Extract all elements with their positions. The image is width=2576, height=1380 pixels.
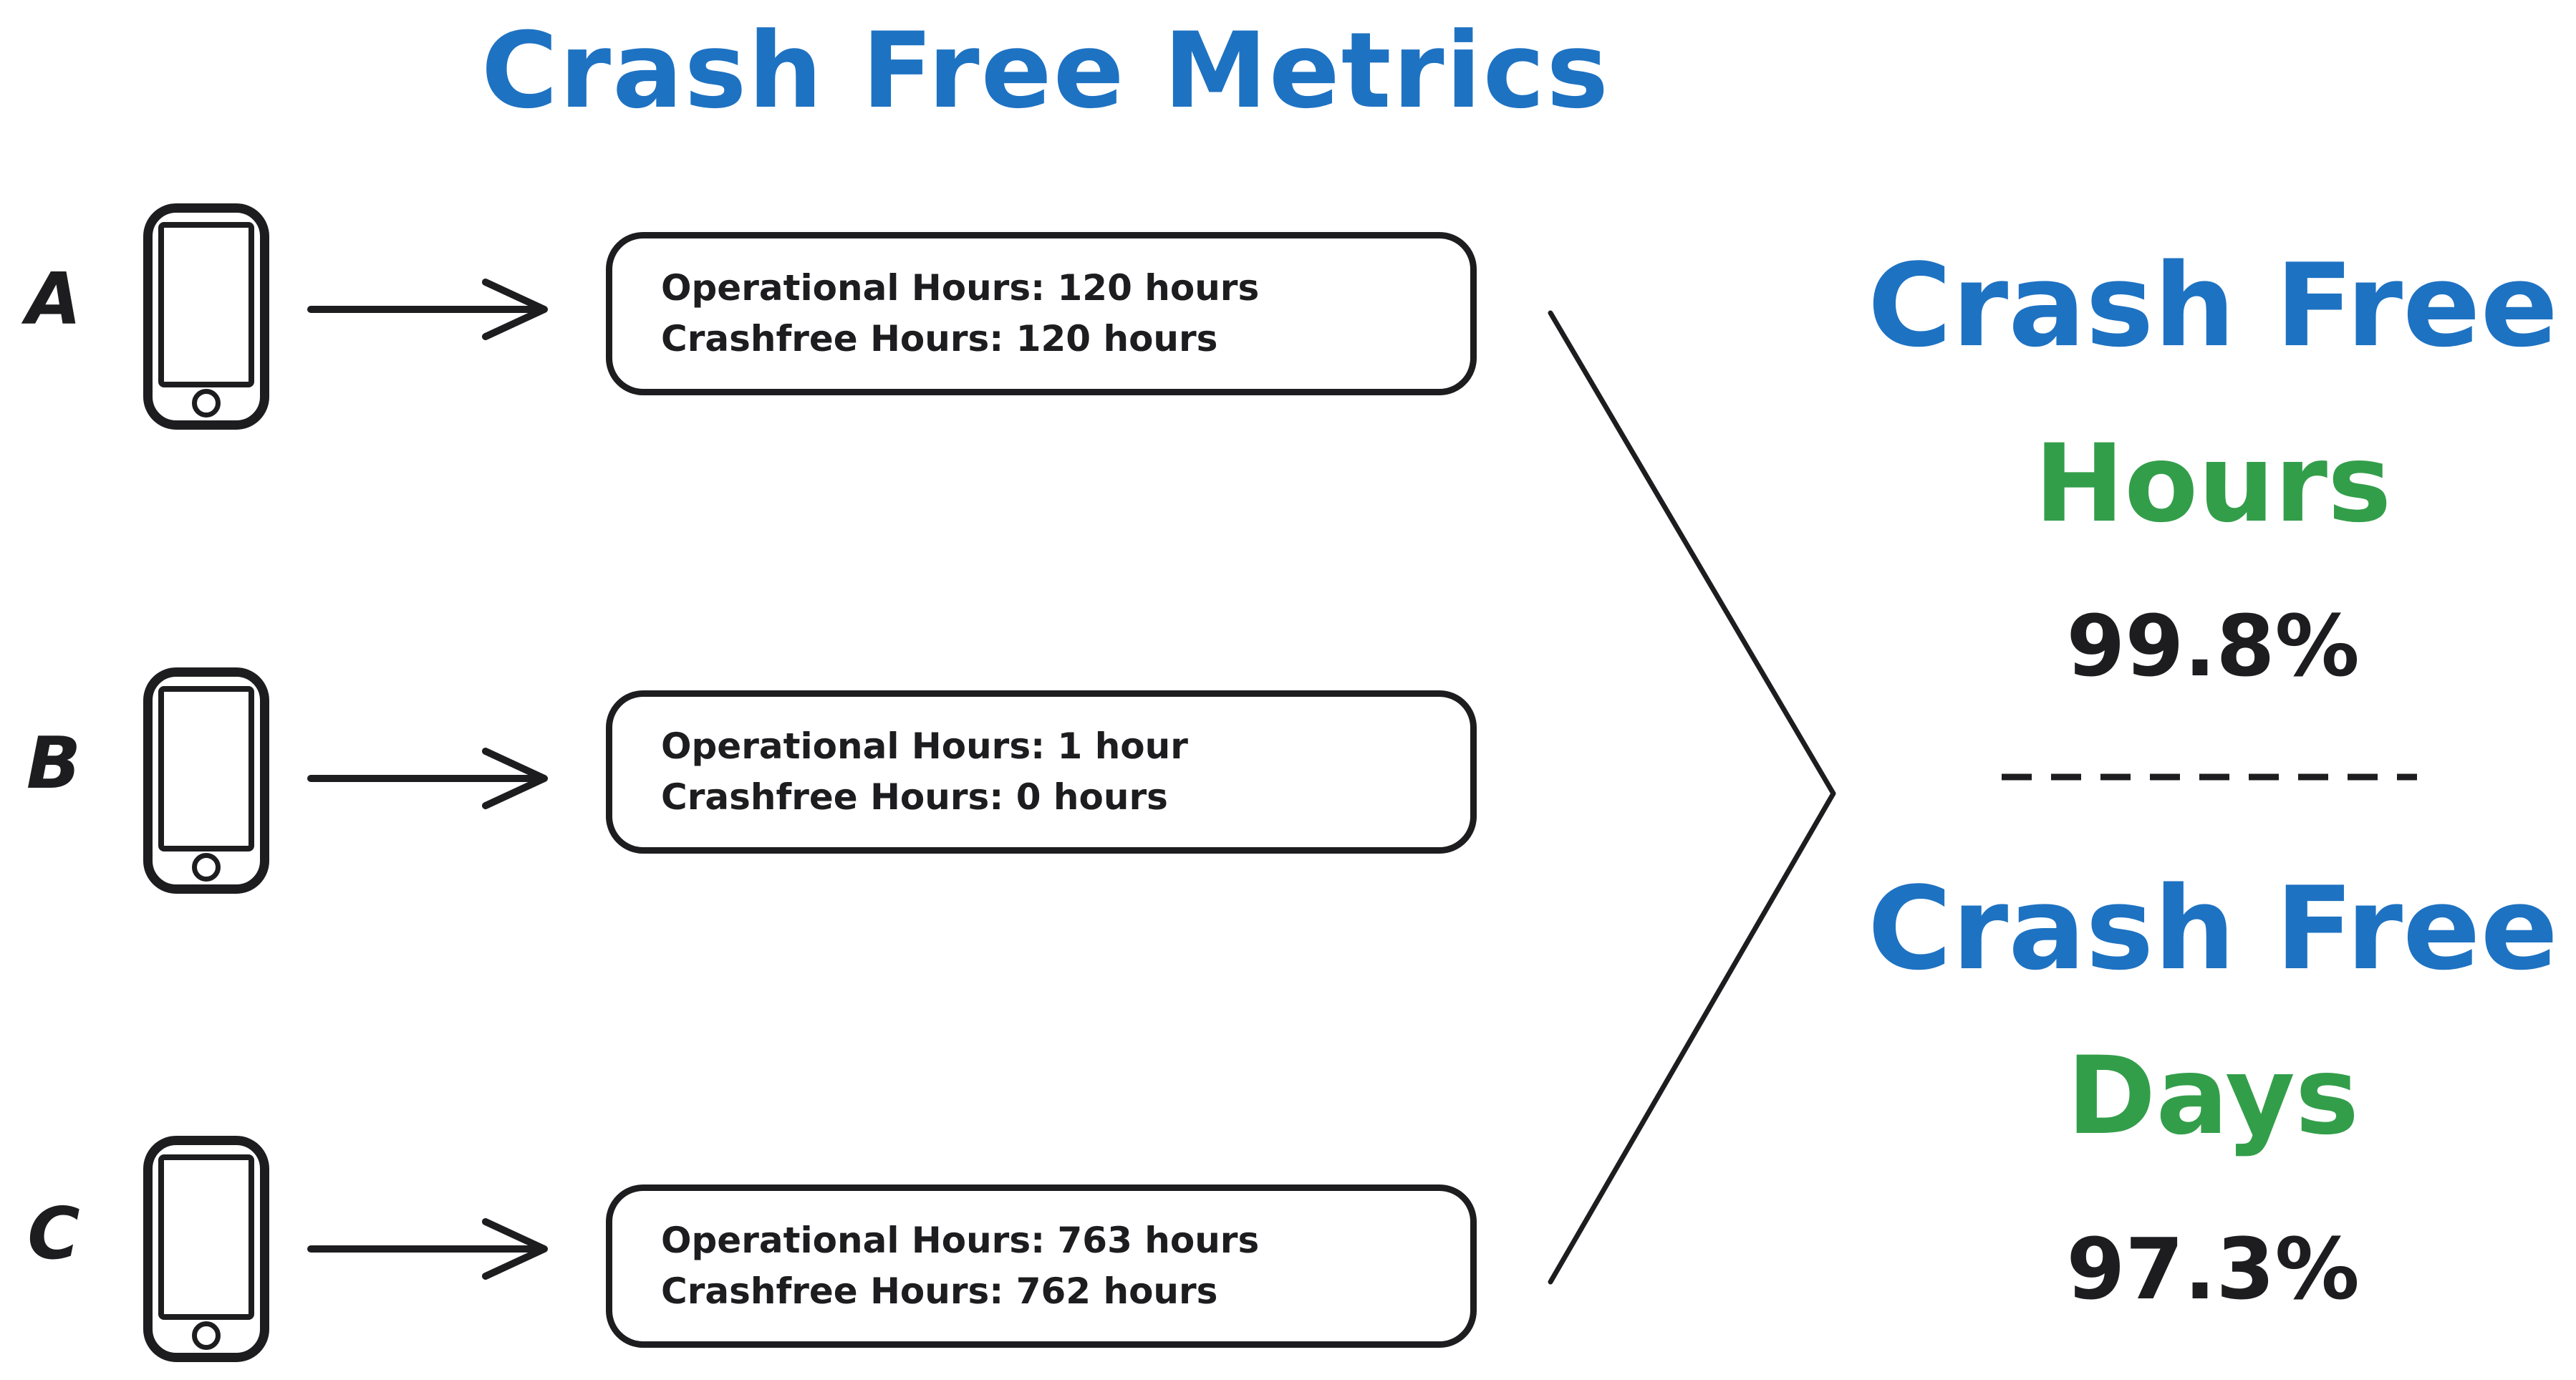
- phone-screen: [158, 1154, 254, 1320]
- crashfree-hours-text: Crashfree Hours: 120 hours: [661, 318, 1218, 360]
- phone-home-button-icon: [192, 389, 221, 418]
- crashfree-hours-text: Crashfree Hours: 0 hours: [661, 776, 1168, 818]
- metric-days-title: Crash Free: [1867, 862, 2559, 995]
- merge-chevron-icon: [1548, 310, 1836, 1285]
- operational-hours-text: Operational Hours: 120 hours: [661, 266, 1260, 309]
- phone-screen: [158, 222, 254, 387]
- device-label-a: A: [26, 257, 82, 341]
- metric-hours-title: Crash Free: [1867, 238, 2559, 372]
- smartphone-icon: [143, 1136, 269, 1362]
- device-a-metrics-box: Operational Hours: 120 hours Crashfree H…: [606, 232, 1477, 395]
- device-b-metrics-box: Operational Hours: 1 hour Crashfree Hour…: [606, 690, 1477, 854]
- smartphone-icon: [143, 667, 269, 894]
- phone-home-button-icon: [192, 853, 221, 882]
- device-label-c: C: [27, 1192, 80, 1275]
- device-label-b: B: [26, 721, 82, 805]
- operational-hours-text: Operational Hours: 1 hour: [661, 725, 1188, 767]
- metric-days-unit: Days: [2066, 1034, 2360, 1159]
- device-c-metrics-box: Operational Hours: 763 hours Crashfree H…: [606, 1184, 1477, 1348]
- arrow-right-icon: [307, 1218, 548, 1280]
- metric-hours-unit: Hours: [2034, 422, 2392, 546]
- arrow-right-icon: [307, 279, 548, 340]
- page-title: Crash Free Metrics: [481, 10, 1611, 132]
- metric-hours-value: 99.8%: [2066, 597, 2360, 695]
- metric-days-value: 97.3%: [2066, 1220, 2360, 1318]
- phone-home-button-icon: [192, 1321, 221, 1350]
- arrow-right-icon: [307, 748, 548, 809]
- phone-screen: [158, 686, 254, 851]
- dashed-divider: [2002, 773, 2417, 781]
- crashfree-hours-text: Crashfree Hours: 762 hours: [661, 1270, 1218, 1312]
- operational-hours-text: Operational Hours: 763 hours: [661, 1219, 1260, 1261]
- smartphone-icon: [143, 203, 269, 430]
